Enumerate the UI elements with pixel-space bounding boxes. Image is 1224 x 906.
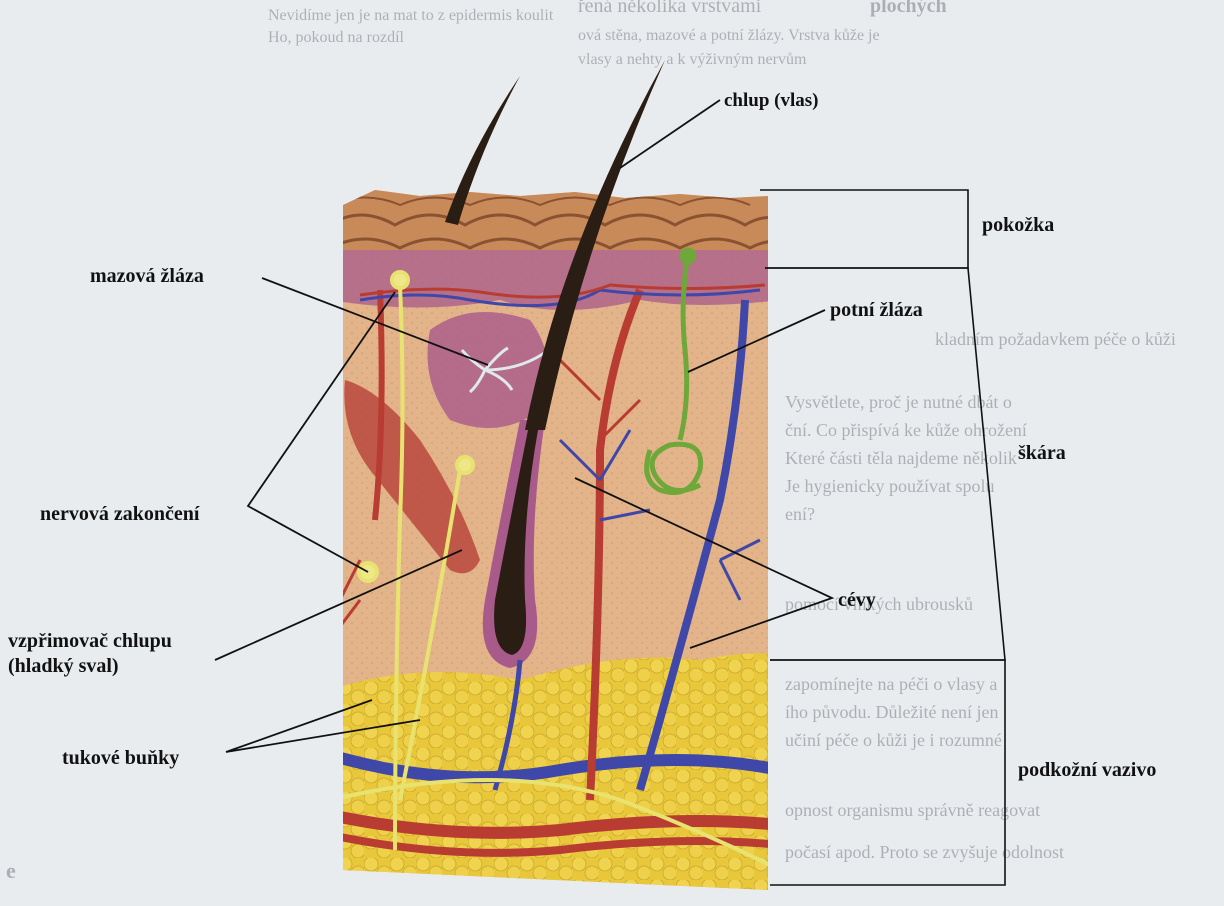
layer-brackets (760, 190, 1005, 885)
svg-text:vlasy a nehty a k výživným ner: vlasy a nehty a k výživným nervům (578, 51, 807, 68)
svg-text:ího původu. Důležité není jen: ího původu. Důležité není jen (785, 702, 998, 722)
epidermis-bracket (760, 190, 968, 268)
label-subcutis: podkožní vazivo (1018, 759, 1156, 781)
svg-text:Nevidíme jen je na mat to z ep: Nevidíme jen je na mat to z epidermis ko… (268, 7, 554, 24)
svg-text:Vysvětlete, proč je nutné dbát: Vysvětlete, proč je nutné dbát o (785, 392, 1012, 412)
label-sebaceous-gland: mazová žláza (90, 265, 204, 287)
svg-text:počasí apod. Proto se zvyšuje: počasí apod. Proto se zvyšuje odolnost (785, 842, 1064, 862)
svg-text:e: e (6, 858, 16, 883)
label-epidermis: pokožka (982, 214, 1054, 236)
svg-text:řená několika vrstvami: řená několika vrstvami (578, 0, 762, 17)
label-dermis: škára (1018, 442, 1066, 464)
label-sweat-gland: potní žláza (830, 299, 923, 321)
svg-text:Ho, pokoud na rozdíl: Ho, pokoud na rozdíl (268, 29, 405, 46)
epidermis-layer (330, 180, 790, 250)
label-arrector-pili-note: (hladký sval) (8, 655, 119, 677)
svg-text:kladním požadavkem péče o kůži: kladním požadavkem péče o kůži (935, 329, 1176, 349)
label-fat-cells: tukové buňky (62, 747, 179, 769)
svg-text:ení?: ení? (785, 504, 815, 524)
label-arrector-pili: vzpřimovač chlupu (8, 630, 172, 652)
svg-text:opnost organismu správně reago: opnost organismu správně reagovat (785, 800, 1040, 820)
skin-block (330, 180, 790, 900)
svg-text:ová stěna, mazové a potní žláz: ová stěna, mazové a potní žlázy. Vrstva … (578, 27, 880, 44)
svg-text:ční. Co přispívá ke kůže ohrož: ční. Co přispívá ke kůže ohrožení (785, 420, 1027, 440)
svg-text:plochých: plochých (870, 0, 947, 17)
svg-text:zapomínejte na péči o vlasy a: zapomínejte na péči o vlasy a (785, 674, 997, 694)
label-hair: chlup (vlas) (724, 90, 819, 111)
label-nerve-endings: nervová zakončení (40, 503, 200, 525)
svg-text:Které části těla najdeme někol: Které části těla najdeme několik (785, 448, 1017, 468)
hair-leader (620, 100, 720, 168)
label-vessels: cévy (838, 589, 876, 611)
svg-text:učiní péče o kůži je i rozumné: učiní péče o kůži je i rozumné (785, 730, 1002, 750)
svg-text:Je hygienicky používat spolu: Je hygienicky používat spolu (785, 476, 994, 496)
